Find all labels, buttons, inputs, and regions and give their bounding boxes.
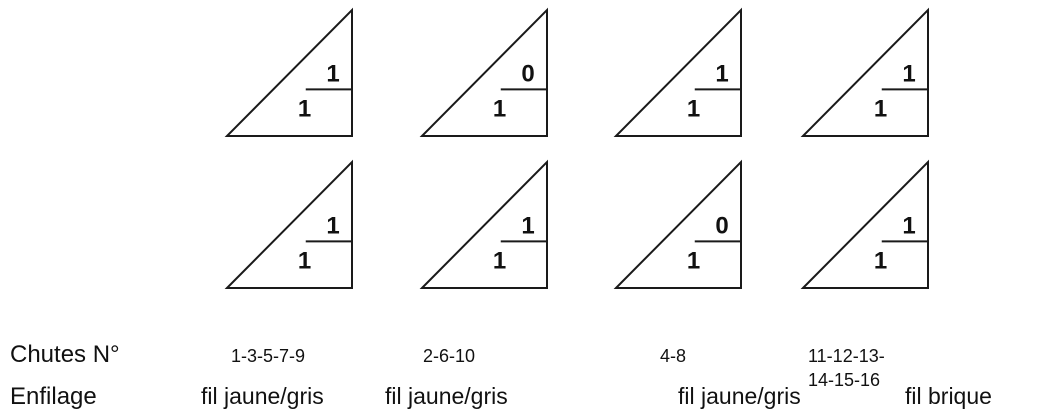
triangle-top-value: 0: [715, 212, 728, 239]
triangle-r1-c4: 11: [800, 7, 929, 137]
triangle-bottom-value: 1: [298, 95, 311, 122]
triangle-outline: [800, 159, 929, 289]
triangle-r2-c2: 11: [419, 159, 548, 289]
triangle-bottom-value: 1: [298, 247, 311, 274]
chute-group-4-line-2: 14-15-16: [808, 370, 881, 390]
chute-group-2: 2-6-10: [423, 346, 476, 366]
enfilage-value-4: fil brique: [905, 383, 992, 409]
triangle-outline: [800, 7, 929, 137]
chute-group-4-line-1: 11-12-13-: [808, 346, 885, 366]
triangle-r1-c3: 11: [613, 7, 742, 137]
triangle-bottom-value: 1: [493, 247, 506, 274]
triangle-outline: [613, 7, 742, 137]
triangle-outline: [419, 159, 548, 289]
triangle-bottom-value: 1: [687, 247, 700, 274]
enfilage-value-3: fil jaune/gris: [678, 383, 801, 409]
triangle-top-value: 1: [902, 60, 915, 87]
chutes-row-label: Chutes N°: [10, 341, 120, 368]
triangle-r1-c1: 11: [224, 7, 353, 137]
triangle-bottom-value: 1: [874, 95, 887, 122]
triangle-top-value: 1: [326, 60, 339, 87]
triangle-top-value: 1: [521, 212, 534, 239]
enfilage-value-2: fil jaune/gris: [385, 383, 508, 409]
triangle-top-value: 1: [902, 212, 915, 239]
triangle-top-value: 1: [326, 212, 339, 239]
triangle-bottom-value: 1: [493, 95, 506, 122]
triangle-outline: [419, 7, 548, 137]
triangle-r2-c3: 01: [613, 159, 742, 289]
triangle-outline: [224, 159, 353, 289]
triangle-outline: [613, 159, 742, 289]
triangle-bottom-value: 1: [874, 247, 887, 274]
triangle-outline: [224, 7, 353, 137]
triangle-r2-c1: 11: [224, 159, 353, 289]
triangle-r2-c4: 11: [800, 159, 929, 289]
triangle-r1-c2: 01: [419, 7, 548, 137]
chute-group-1: 1-3-5-7-9: [231, 346, 306, 366]
triangle-top-value: 0: [521, 60, 534, 87]
triangle-bottom-value: 1: [687, 95, 700, 122]
enfilage-value-1: fil jaune/gris: [201, 383, 324, 409]
triangle-top-value: 1: [715, 60, 728, 87]
chute-group-3: 4-8: [660, 346, 687, 366]
enfilage-row-label: Enfilage: [10, 383, 97, 410]
